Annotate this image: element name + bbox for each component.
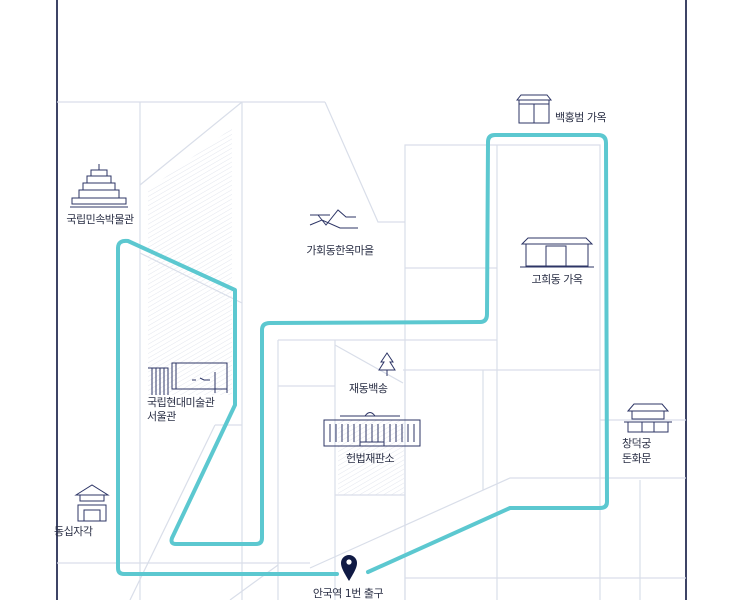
label-gohuidong-house: 고희동 가옥	[531, 273, 583, 286]
pavilion-icon	[74, 484, 110, 522]
label-constitutional-court: 헌법재판소	[346, 452, 395, 465]
location-pin-icon	[341, 555, 357, 581]
label-changdeokgung-line1: 창덕궁	[622, 437, 651, 450]
streets	[57, 101, 686, 600]
pine-tree-icon	[378, 352, 396, 376]
label-gahoe-village: 가회동한옥마을	[306, 244, 374, 257]
palace-gate-icon	[624, 403, 672, 433]
label-baek-house: 백홍범 가옥	[555, 111, 607, 124]
hanok-village-icon	[309, 209, 358, 229]
hatched-areas	[148, 128, 404, 495]
pagoda-icon	[70, 164, 128, 208]
walking-route	[116, 133, 609, 576]
house-gate-icon	[515, 94, 553, 124]
label-mmca-line1: 국립현대미술관	[147, 396, 215, 409]
label-jaedong-pine: 재동백송	[349, 382, 388, 395]
label-anguk-exit: 안국역 1번 출구	[312, 587, 384, 600]
label-changdeokgung-line2: 돈화문	[622, 452, 651, 465]
museum-building-icon	[148, 362, 228, 395]
hanok-house-icon	[520, 237, 594, 268]
label-mmca-line2: 서울관	[147, 410, 176, 423]
label-folk-museum: 국립민속박물관	[66, 213, 134, 226]
label-dongsipjagak: 동십자각	[54, 525, 93, 538]
court-building-icon	[323, 412, 421, 447]
